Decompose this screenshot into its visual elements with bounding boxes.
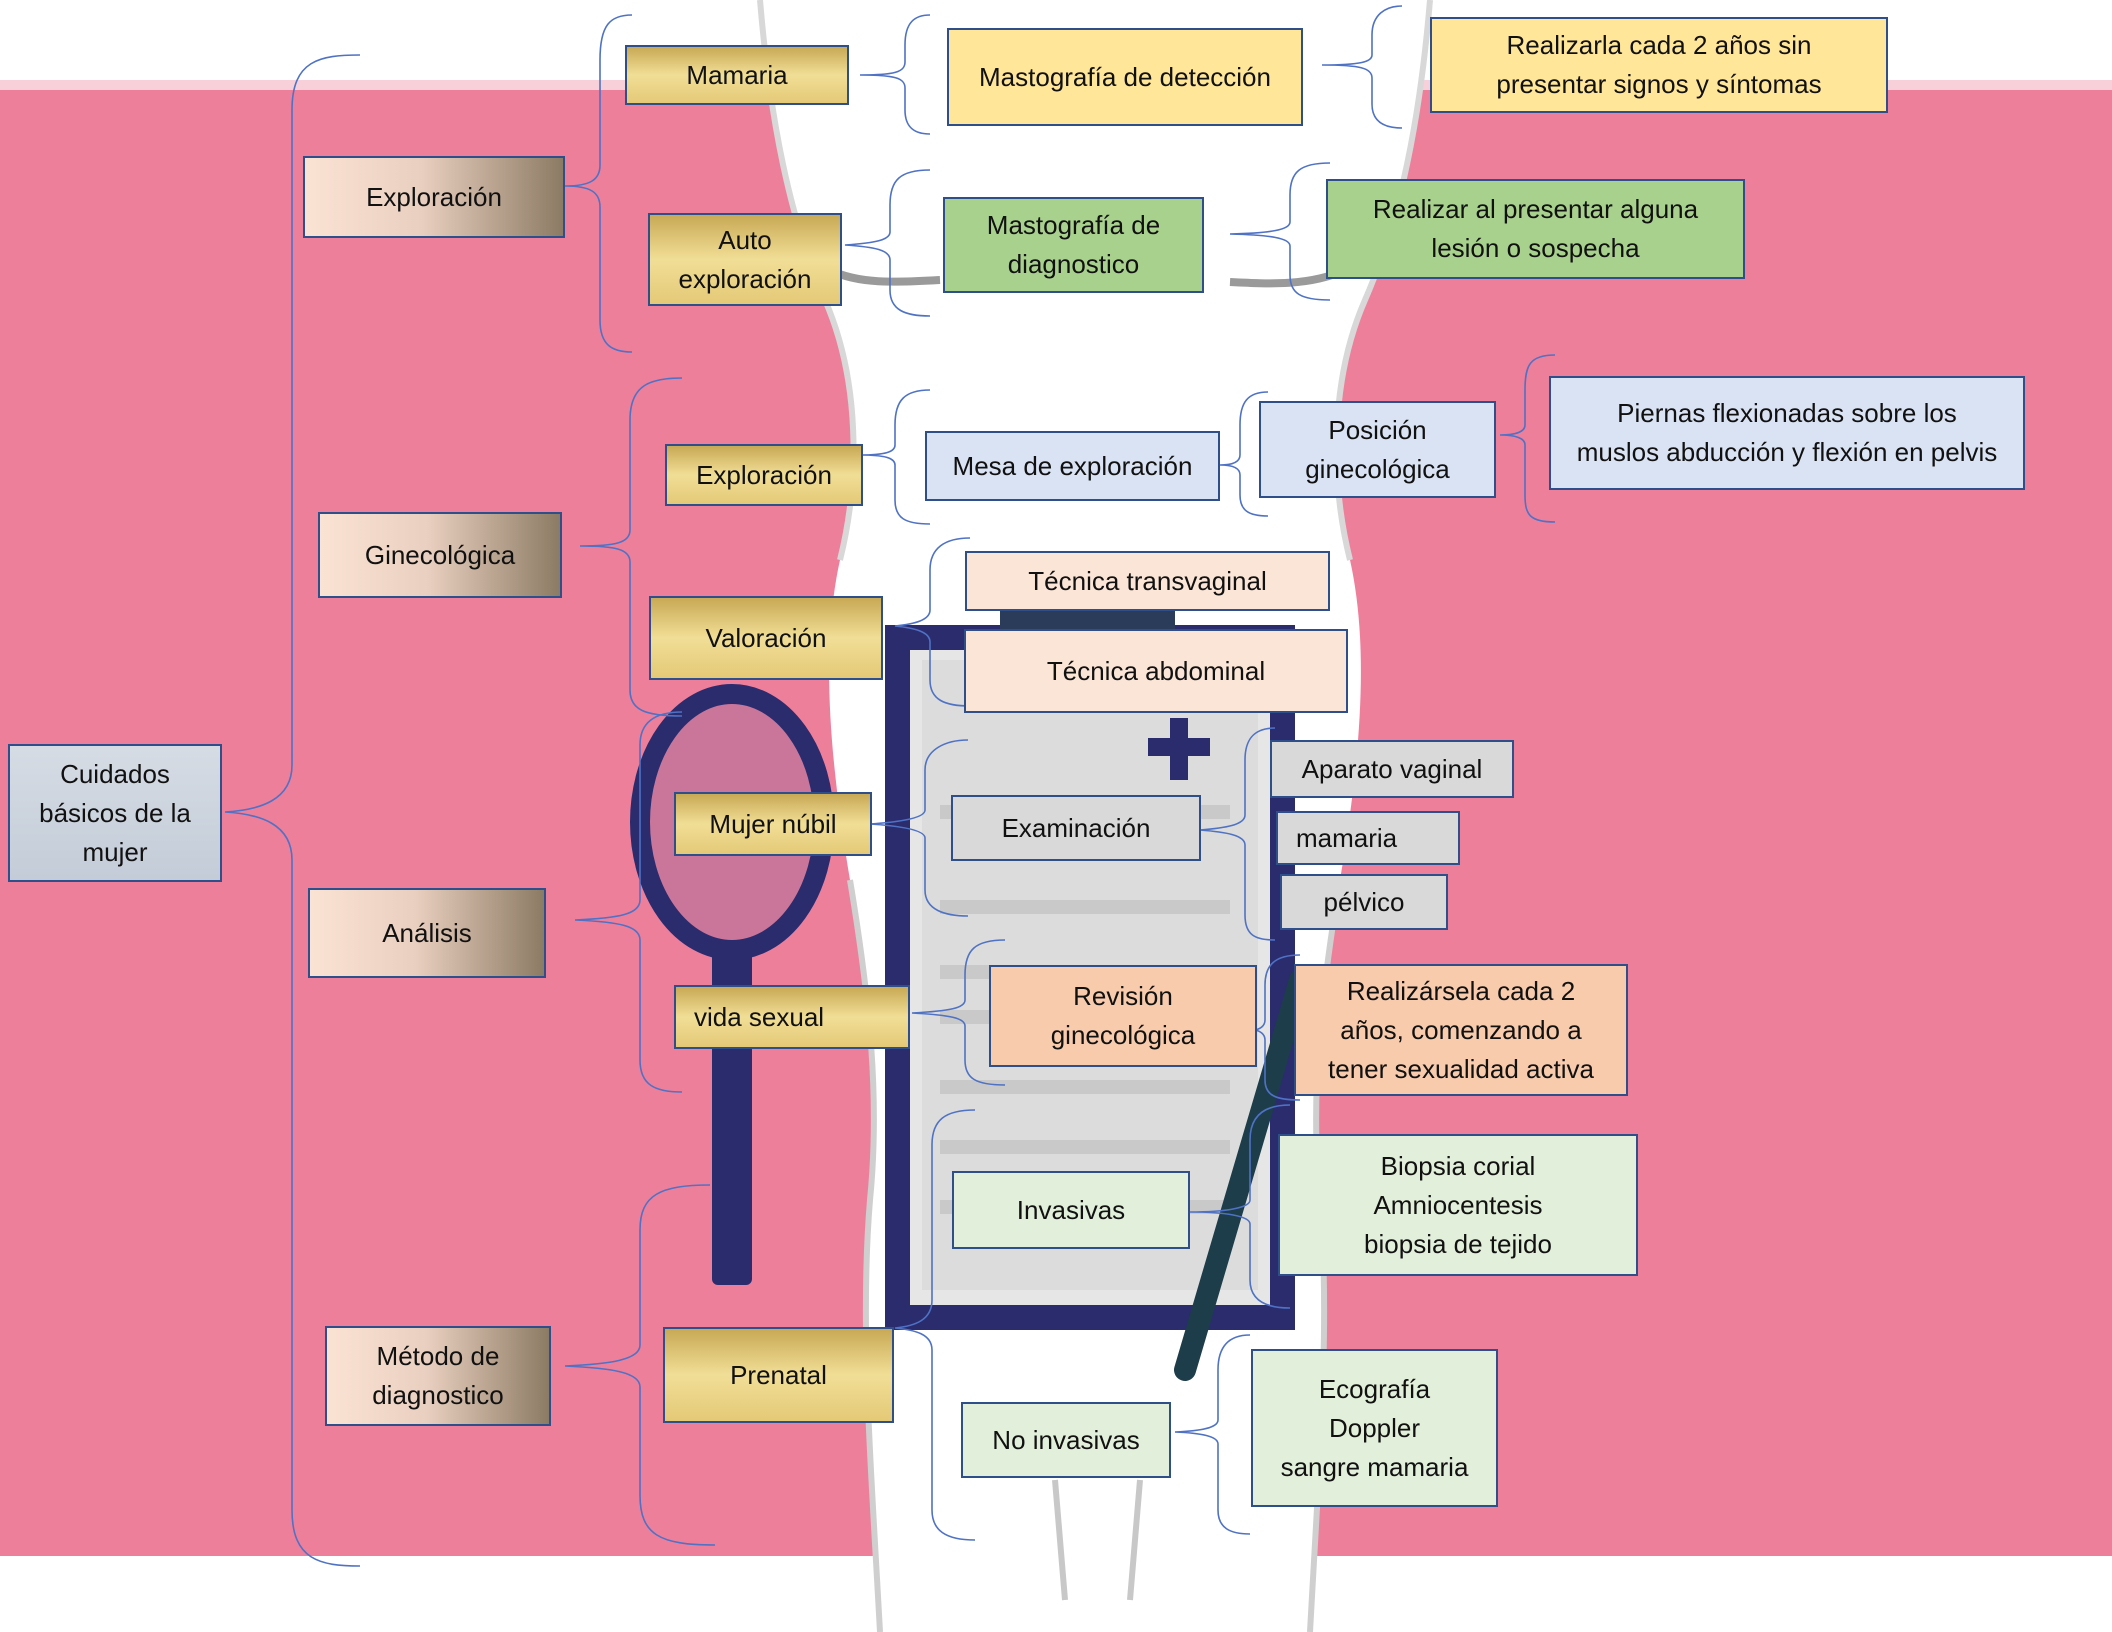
prenatal-node: Prenatal bbox=[663, 1327, 894, 1423]
autoexploracion-node: Auto exploración bbox=[648, 213, 842, 306]
tecnica-transvaginal-node: Técnica transvaginal bbox=[965, 551, 1330, 611]
mastografia-diagnostico-node: Mastografía de diagnostico bbox=[943, 197, 1204, 293]
mamaria-item-node: mamaria bbox=[1276, 811, 1460, 865]
mastografia-diagnostico-note: Realizar al presentar alguna lesión o so… bbox=[1326, 179, 1745, 279]
invasivas-node: Invasivas bbox=[952, 1171, 1190, 1249]
ginecologica-node: Ginecológica bbox=[318, 512, 562, 598]
medical-cross-icon bbox=[1148, 718, 1210, 780]
valoracion-node: Valoración bbox=[649, 596, 883, 680]
mamaria-node: Mamaria bbox=[625, 45, 849, 105]
revision-note: Realizársela cada 2 años, comenzando a t… bbox=[1294, 964, 1628, 1096]
invasivas-note: Biopsia corial Amniocentesis biopsia de … bbox=[1278, 1134, 1638, 1276]
revision-ginecologica-node: Revisión ginecológica bbox=[989, 965, 1257, 1067]
exploracion-gineco-node: Exploración bbox=[665, 444, 863, 506]
mujer-nubil-node: Mujer núbil bbox=[674, 792, 872, 856]
posicion-ginecologica-node: Posición ginecológica bbox=[1259, 401, 1496, 498]
mastografia-deteccion-note: Realizarla cada 2 años sin presentar sig… bbox=[1430, 17, 1888, 113]
exploracion-node: Exploración bbox=[303, 156, 565, 238]
posicion-note: Piernas flexionadas sobre los muslos abd… bbox=[1549, 376, 2025, 490]
analisis-node: Análisis bbox=[308, 888, 546, 978]
mastografia-deteccion-node: Mastografía de detección bbox=[947, 28, 1303, 126]
mesa-exploracion-node: Mesa de exploración bbox=[925, 431, 1220, 501]
connector-brackets bbox=[224, 5, 1556, 1567]
tecnica-abdominal-node: Técnica abdominal bbox=[964, 629, 1348, 713]
pen-icon bbox=[1174, 969, 1311, 1381]
root-node: Cuidados básicos de la mujer bbox=[8, 744, 222, 882]
vida-sexual-node: vida sexual bbox=[674, 985, 910, 1049]
no-invasivas-note: Ecografía Doppler sangre mamaria bbox=[1251, 1349, 1498, 1507]
pelvico-node: pélvico bbox=[1280, 874, 1448, 930]
aparato-vaginal-node: Aparato vaginal bbox=[1270, 740, 1514, 798]
metodo-node: Método de diagnostico bbox=[325, 1326, 551, 1426]
examinacion-node: Examinación bbox=[951, 795, 1201, 861]
no-invasivas-node: No invasivas bbox=[961, 1402, 1171, 1478]
